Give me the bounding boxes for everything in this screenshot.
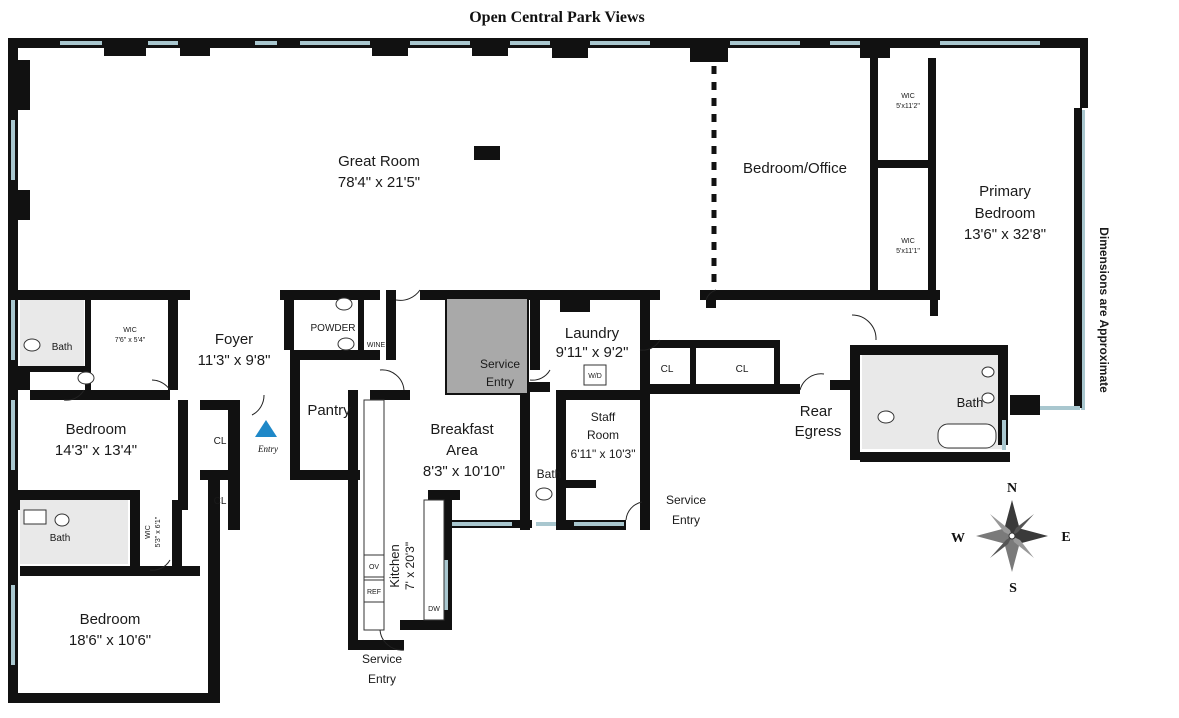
wine-label: WINE [367, 342, 386, 349]
bedroom-left-dims: 14'3" x 13'4" [55, 442, 137, 459]
breakfast-name2: Area [446, 442, 478, 459]
breakfast-name1: Breakfast [430, 421, 494, 438]
closet-3-label: CL [661, 364, 674, 375]
wic-left-top-name: WIC [123, 327, 137, 334]
wic-lower-dims: 5'x11'1" [896, 248, 920, 255]
bath-tile [20, 300, 84, 366]
wic-left-bottom-name: WIC [145, 525, 152, 539]
staff-room-name1: Staff [591, 410, 616, 424]
primary-bedroom-name2: Bedroom [975, 205, 1036, 222]
closet-1-label: CL [214, 436, 227, 447]
staff-room-dims: 6'11" x 10'3" [571, 447, 636, 461]
service-entry-room [445, 297, 529, 395]
door-swings [63, 289, 877, 651]
column [474, 146, 500, 160]
staff-bath-name: Bath [537, 467, 562, 481]
laundry-name: Laundry [565, 325, 620, 342]
oven-label: OV [369, 564, 379, 571]
bedroom-left-name: Bedroom [66, 421, 127, 438]
window [574, 522, 624, 526]
service-entry-right-line1: Service [666, 493, 706, 507]
exterior-walls [8, 38, 1088, 703]
kitchen-counter [423, 499, 445, 621]
plan-title: Open Central Park Views [469, 9, 645, 26]
service-entry-room-line2: Entry [486, 375, 514, 389]
primary-bedroom-name1: Primary [979, 183, 1031, 200]
powder-label: POWDER [311, 323, 356, 334]
bedroom-office-name: Bedroom/Office [743, 160, 847, 177]
entry-label: Entry [257, 444, 278, 454]
service-entry-bottom-line2: Entry [368, 672, 396, 686]
bath-left-top-name: Bath [52, 342, 73, 353]
great-room-name: Great Room [338, 153, 420, 170]
bath-left-bottom-name: Bath [50, 533, 71, 544]
kitchen-name: Kitchen [387, 544, 402, 587]
closet-2-label: CL [214, 496, 227, 507]
pantry-name: Pantry [307, 402, 351, 419]
wic-left-top-dims: 7'6" x 5'4" [115, 337, 146, 344]
service-entry-room-line1: Service [480, 357, 520, 371]
wic-upper-name: WIC [901, 93, 915, 100]
oven [363, 554, 385, 578]
service-entry-bottom-line1: Service [362, 652, 402, 666]
great-room-dims: 78'4" x 21'5" [338, 174, 420, 191]
compass-west: W [951, 531, 965, 546]
primary-bath-name: Bath [957, 395, 984, 410]
bath-fixtures [23, 297, 997, 527]
wic-upper-dims: 5'x11'2" [896, 103, 920, 110]
compass-east: E [1061, 530, 1070, 545]
compass-south: S [1009, 581, 1017, 596]
refrigerator [363, 579, 385, 603]
kitchen-dims: 7' x 20'3" [403, 542, 417, 590]
wic-lower-name: WIC [901, 238, 915, 245]
foyer-dims: 11'3" x 9'8" [198, 352, 271, 369]
rear-egress-line2: Egress [795, 423, 842, 440]
refrigerator-label: REF [367, 589, 381, 596]
left-wing-walls [8, 290, 240, 576]
window [444, 560, 448, 610]
washer-dryer-label: W/D [588, 373, 602, 380]
central-core-walls [284, 290, 1010, 650]
compass-rose-icon [976, 500, 1048, 572]
service-entry-right-line2: Entry [672, 513, 700, 527]
window [536, 522, 556, 526]
dishwasher-label: DW [428, 606, 440, 613]
bedroom-bottom-name: Bedroom [80, 611, 141, 628]
primary-bedroom-dims: 13'6" x 32'8" [964, 226, 1046, 243]
breakfast-dims: 8'3" x 10'10" [423, 463, 505, 480]
staff-room-name2: Room [587, 428, 619, 442]
window [1002, 420, 1006, 450]
rear-egress-line1: Rear [800, 403, 833, 420]
window [452, 522, 512, 526]
bedroom-bottom-dims: 18'6" x 10'6" [69, 632, 151, 649]
dimensions-note: Dimensions are Approximate [1097, 227, 1111, 393]
foyer-name: Foyer [215, 331, 253, 348]
entry-marker [255, 420, 277, 437]
laundry-dims: 9'11" x 9'2" [556, 344, 629, 361]
wic-left-bottom-dims: 5'3" x 6'1" [155, 516, 162, 547]
compass-north: N [1007, 481, 1017, 496]
closet-4-label: CL [736, 364, 749, 375]
